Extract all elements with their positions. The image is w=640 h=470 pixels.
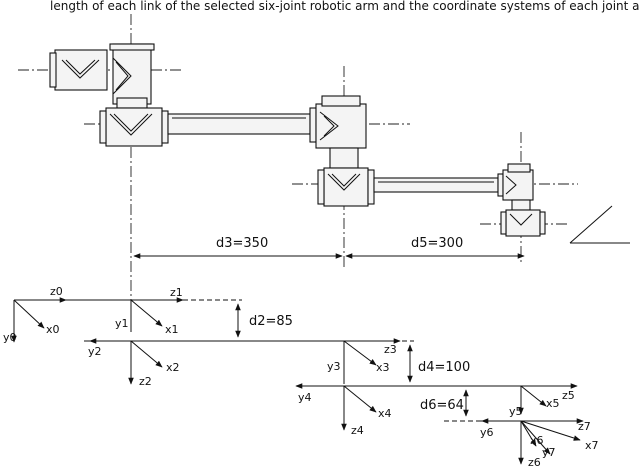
y5-label: y5	[509, 405, 523, 418]
y1-label: y1	[115, 317, 129, 330]
frame-0: z0 x0 y0	[3, 285, 67, 344]
z2-label: z2	[139, 375, 152, 388]
y2-label: y2	[88, 345, 102, 358]
dimension-d4: d4=100	[407, 344, 470, 383]
x6-label: x6	[530, 434, 544, 447]
dimension-d3-d5: d3=350 d5=300	[133, 236, 525, 259]
y6-label: y6	[480, 426, 494, 439]
joint-1	[49, 43, 169, 147]
z1-label: z1	[170, 286, 183, 299]
z4-label: z4	[351, 424, 364, 437]
z7-label: z7	[578, 420, 591, 433]
x5-label: x5	[546, 397, 560, 410]
y4-label: y4	[298, 391, 312, 404]
robot-arm	[18, 14, 630, 300]
frame-6-7: y6 x6 y7 z7 x7 z6	[444, 418, 599, 469]
dimension-d6: d6=64	[420, 389, 469, 417]
link-3-5	[373, 177, 499, 193]
x2-label: x2	[166, 361, 180, 374]
d6-label: d6=64	[420, 398, 464, 413]
y3-label: y3	[327, 360, 341, 373]
joint-5	[497, 163, 546, 237]
y7-label: y7	[542, 446, 556, 459]
z0-label: z0	[50, 285, 63, 298]
dimension-d2: d2=85	[235, 303, 293, 338]
link-1-3	[167, 113, 311, 135]
z5-label: z5	[562, 389, 575, 402]
d5-label: d5=300	[411, 236, 463, 251]
frame-5: z5 x5 y5	[509, 385, 575, 418]
caption-fragment: length of each link of the selected six-…	[50, 0, 640, 13]
d3-label: d3=350	[216, 236, 268, 251]
frame-2: y2 x2 z2	[84, 338, 414, 388]
joint-3	[309, 95, 375, 207]
x4-label: x4	[378, 407, 392, 420]
d2-label: d2=85	[249, 314, 293, 329]
d4-label: d4=100	[418, 360, 470, 375]
x1-label: x1	[165, 323, 179, 336]
z3-label: z3	[384, 343, 397, 356]
x0-label: x0	[46, 323, 60, 336]
x3-label: x3	[376, 361, 390, 374]
frame-1: z1 x1 y1	[66, 286, 242, 336]
y0-label: y0	[3, 331, 17, 344]
frame-4: y4 x4 z4	[295, 383, 578, 437]
frame-3: z3 x3 y3	[327, 338, 401, 384]
x7-label: x7	[585, 439, 599, 452]
z6-label: z6	[528, 456, 541, 469]
end-effector-ground-symbol	[569, 205, 630, 244]
